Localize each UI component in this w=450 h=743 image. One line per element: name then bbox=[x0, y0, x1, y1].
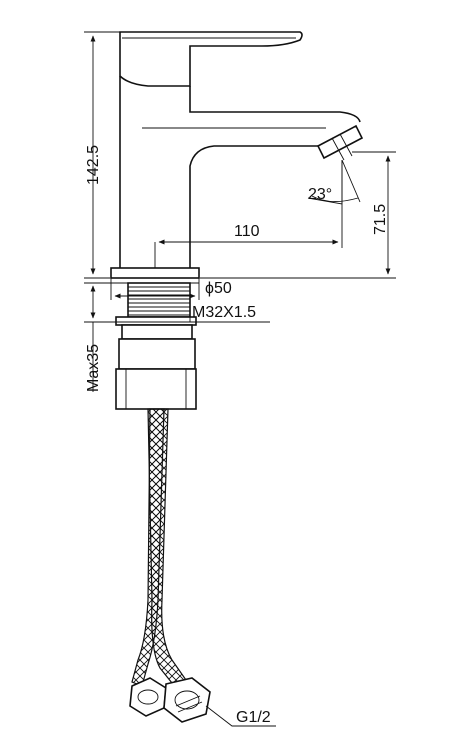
dim-spout-angle-label: 23° bbox=[308, 186, 332, 203]
faucet-body bbox=[119, 76, 361, 268]
braided-hose bbox=[131, 408, 187, 689]
aerator bbox=[316, 124, 364, 161]
threaded-shank bbox=[115, 282, 197, 340]
lever-handle bbox=[119, 31, 303, 87]
dim-thread-label: M32X1.5 bbox=[192, 304, 256, 321]
dim-spout-reach-label: 110 bbox=[234, 223, 260, 240]
dim-max-mount bbox=[84, 282, 128, 392]
dim-hose-connection bbox=[205, 705, 276, 727]
dim-max-mount-label: Max35 bbox=[85, 344, 102, 392]
dim-spout-height bbox=[200, 151, 396, 279]
dim-total-height bbox=[84, 31, 122, 279]
dim-base-diameter bbox=[110, 278, 200, 300]
base-flange bbox=[110, 267, 200, 284]
dim-base-diameter-label: ϕ50 bbox=[205, 280, 232, 297]
hose-nut-left bbox=[129, 677, 167, 717]
dim-spout-angle bbox=[307, 159, 361, 205]
hose-nut-right bbox=[163, 677, 211, 723]
dim-thread bbox=[128, 300, 270, 323]
dim-spout-reach bbox=[154, 160, 343, 268]
dim-spout-height-label: 71.5 bbox=[372, 204, 389, 235]
dim-hose-connection-label: G1/2 bbox=[236, 709, 271, 726]
mounting-nut bbox=[115, 338, 197, 410]
dim-total-height-label: 142.5 bbox=[85, 145, 102, 185]
